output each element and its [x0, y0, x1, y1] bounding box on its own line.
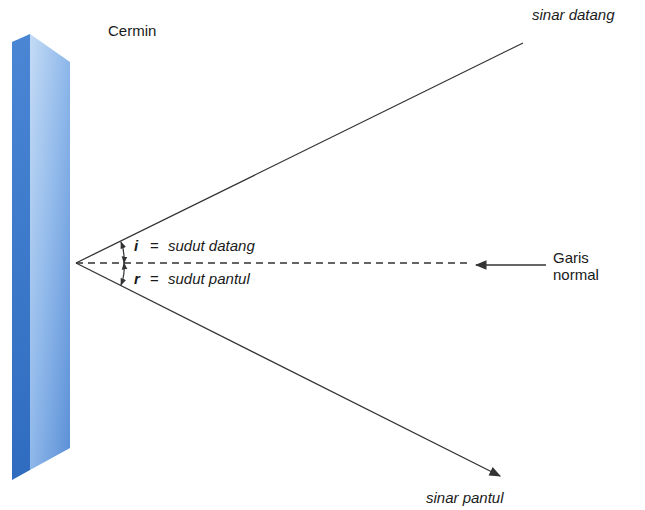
angle-symbol: i: [134, 237, 138, 254]
equals-sign: =: [150, 237, 159, 254]
normal-line: [76, 262, 470, 263]
mirror-label: Cermin: [108, 22, 156, 39]
angle-label: sudut datang: [168, 237, 255, 254]
mirror-face: [30, 34, 70, 470]
pointer-arrow: [476, 264, 546, 265]
ray-label: sinar datang: [532, 6, 615, 23]
angle-arc-r: [121, 263, 124, 285]
normal-label: Garis normal: [553, 249, 623, 283]
reflected-ray: [76, 263, 500, 476]
angle-symbol: r: [134, 270, 140, 287]
incident-ray: [76, 43, 523, 263]
ray-label: sinar pantul: [426, 489, 504, 506]
angle-label: sudut pantul: [168, 270, 250, 287]
mirror-front: [12, 34, 30, 480]
equals-sign: =: [150, 270, 159, 287]
angle-arc-i: [121, 242, 124, 263]
